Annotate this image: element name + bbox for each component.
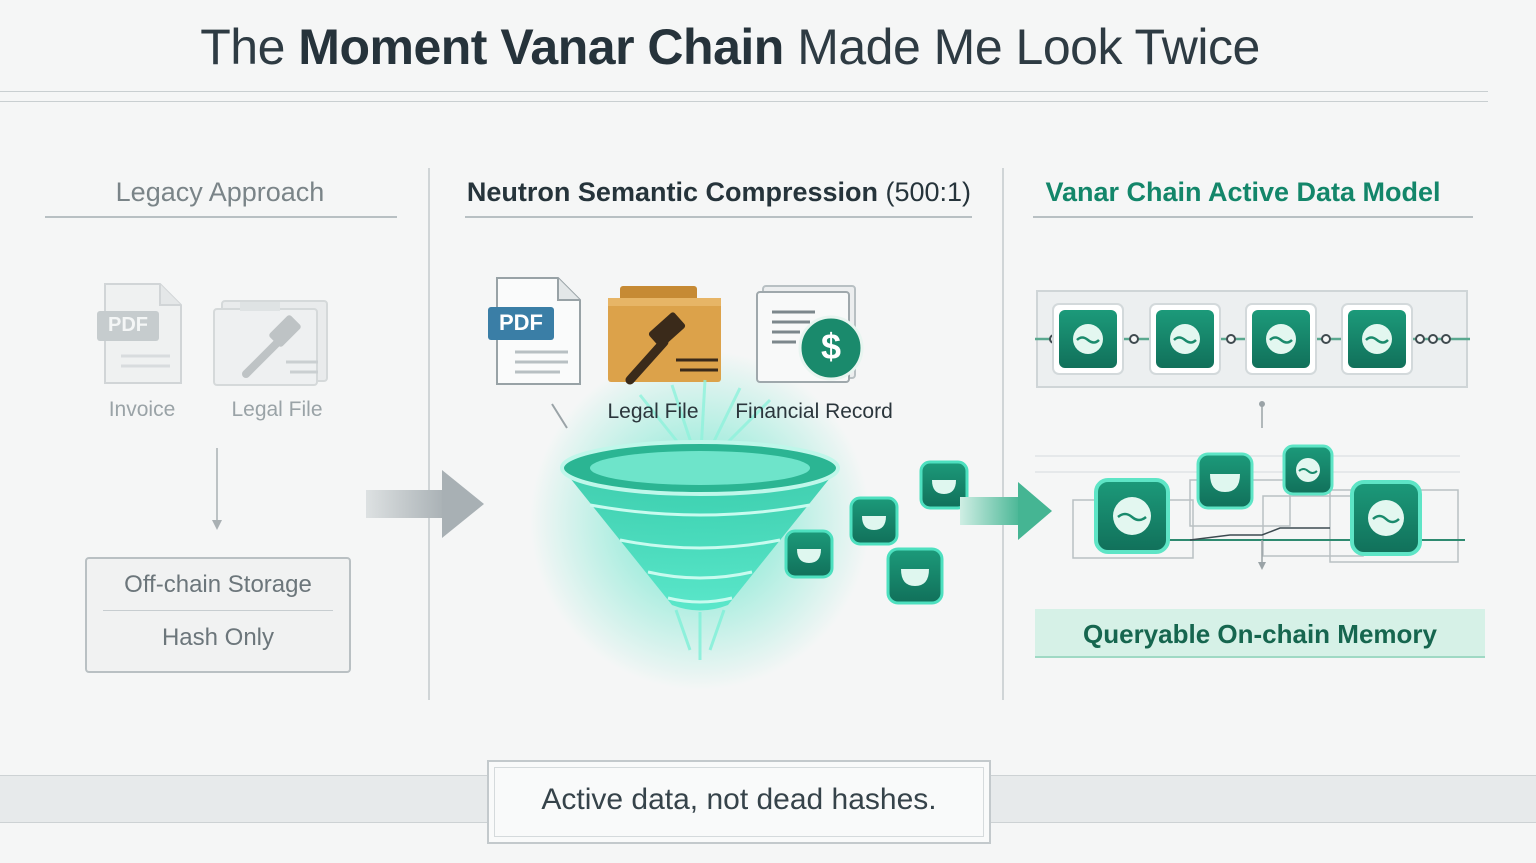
memory-node-icons (1094, 444, 1422, 556)
legacy-invoice-label: Invoice (108, 398, 176, 421)
capsule-icon (849, 496, 899, 546)
queryable-memory-label: Queryable On-chain Memory (1083, 619, 1437, 649)
storage-line-2: Hash Only (161, 624, 275, 651)
tagline-box (487, 760, 991, 844)
neutron-heading-bold: Neutron Semantic Compression (466, 177, 878, 207)
memory-band (1035, 609, 1485, 658)
storage-line-1: Off-chain Storage (124, 571, 312, 598)
page-title: The Moment Vanar Chain Made Me Look Twic… (0, 18, 1460, 76)
divider-left (428, 168, 430, 700)
chain-block-icon (1245, 303, 1317, 375)
capsule-icon (919, 460, 969, 510)
legacy-invoice-doc-icon (97, 283, 182, 384)
neutron-financial-record-icon (756, 285, 864, 383)
title-prefix: The (200, 19, 299, 75)
pdf-pointer (551, 403, 568, 429)
vanar-heading-line (1033, 216, 1473, 218)
vanar-heading: Vanar Chain Active Data Model (1045, 177, 1441, 207)
neutron-to-vanar-arrow-icon (960, 482, 1052, 540)
chain-block-icon (1052, 303, 1124, 375)
neutron-pdf-doc-icon (488, 277, 581, 385)
title-bold: Moment Vanar Chain (298, 19, 784, 75)
capsule-icon (886, 547, 944, 605)
compressed-capsules (784, 460, 969, 605)
legacy-heading-line (45, 216, 397, 218)
legacy-legal-file-icon (213, 300, 328, 386)
title-rule-bottom (0, 101, 1488, 102)
dollar-sign-icon: $ (820, 326, 842, 367)
chain-block-icon (1149, 303, 1221, 375)
neutron-pdf-badge: PDF (499, 310, 543, 335)
memory-node-icon (1282, 444, 1334, 496)
title-rule-top (0, 91, 1488, 92)
neutron-financial-record-label: Financial Record (735, 400, 893, 423)
chain-block-icons (1052, 303, 1413, 375)
memory-node-icon (1350, 480, 1422, 556)
compression-funnel-icon (560, 440, 840, 660)
title-suffix: Made Me Look Twice (783, 19, 1260, 75)
neutron-heading: Neutron Semantic Compression (500:1) (465, 177, 973, 208)
neutron-heading-line (465, 216, 972, 218)
tagline: Active data, not dead hashes. (541, 783, 937, 816)
chain-block-icon (1341, 303, 1413, 375)
memory-node-icon (1094, 478, 1170, 554)
legacy-legal-file-label: Legal File (231, 398, 323, 421)
neutron-heading-ratio: (500:1) (878, 177, 972, 207)
divider-right (1002, 168, 1004, 700)
neutron-legal-folder-icon (608, 286, 721, 385)
legacy-down-arrow-head (212, 520, 222, 530)
memory-node-icon (1196, 452, 1254, 510)
legacy-heading: Legacy Approach (115, 177, 325, 207)
capsule-icon (784, 529, 834, 579)
off-chain-storage-box: Off-chain Storage Hash Only (85, 557, 351, 673)
storage-separator (103, 610, 333, 611)
legacy-pdf-badge: PDF (108, 314, 148, 336)
neutron-legal-file-label: Legal File (607, 400, 699, 423)
legacy-to-neutron-arrow-icon (366, 470, 484, 538)
